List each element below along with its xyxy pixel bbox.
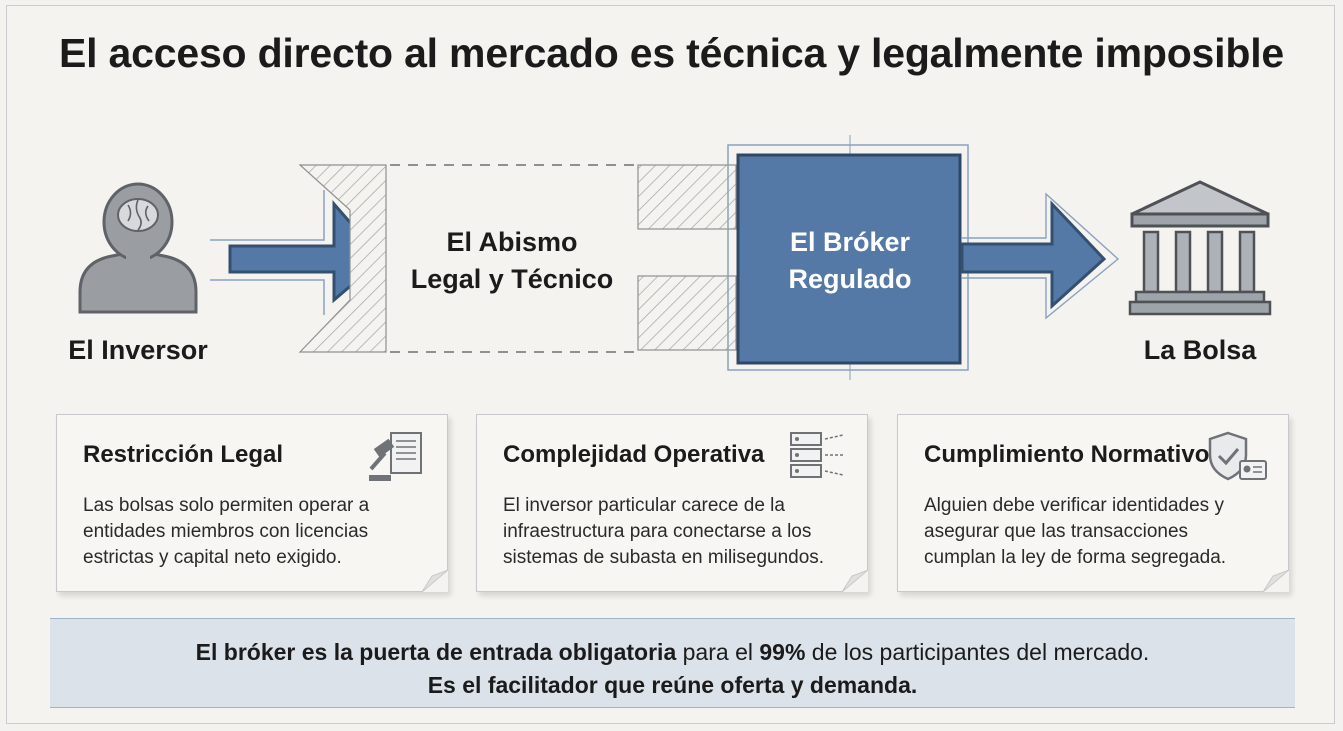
card-regulatory-compliance: Cumplimiento Normativo Alguien debe veri… xyxy=(897,414,1289,592)
page-curl xyxy=(422,570,448,592)
broker-label-line1: El Bróker xyxy=(789,227,911,257)
card-heading: Complejidad Operativa xyxy=(503,441,765,468)
abyss-gap-dashes xyxy=(390,164,636,353)
page-curl xyxy=(842,570,868,592)
exchange-arrow xyxy=(960,192,1120,320)
card-operational-complexity: Complejidad Operativa El inversor partic… xyxy=(476,414,868,592)
gavel-document-icon xyxy=(369,432,422,481)
banner-line-1: El bróker es la puerta de entrada obliga… xyxy=(50,639,1295,666)
banner-emphasis: El bróker es la puerta de entrada obliga… xyxy=(195,639,677,665)
card-body: Las bolsas solo permiten operar a entida… xyxy=(83,495,370,568)
exchange-label: La Bolsa xyxy=(1143,335,1257,365)
server-rack-icon xyxy=(790,432,844,478)
abyss-cliff-right xyxy=(637,164,737,351)
banner-text: para el xyxy=(676,639,760,665)
page-curl xyxy=(1263,570,1289,592)
investor-arrow xyxy=(210,190,385,315)
page-title: El acceso directo al mercado es técnica … xyxy=(59,30,1284,76)
conclusion-banner: El bróker es la puerta de entrada obliga… xyxy=(50,618,1295,708)
infographic-frame xyxy=(6,5,1335,724)
abyss-cliff-left xyxy=(298,164,387,353)
card-body: Alguien debe verificar identidades y ase… xyxy=(924,495,1227,568)
abyss-label-line1: El Abismo xyxy=(446,227,578,257)
broker-box xyxy=(727,135,969,380)
card-legal-restriction: Restricción Legal Las bolsas solo permit… xyxy=(56,414,448,592)
shield-check-id-icon xyxy=(1208,431,1267,481)
abyss-label-line2: Legal y Técnico xyxy=(410,264,614,294)
banner-text-end: de los participantes del mercado. xyxy=(805,639,1150,665)
card-body: El inversor particular carece de la infr… xyxy=(503,495,825,568)
stock-exchange-building-icon xyxy=(1128,180,1272,316)
broker-label-line2: Regulado xyxy=(788,264,912,294)
investor-brain-icon xyxy=(78,182,198,314)
card-heading: Cumplimiento Normativo xyxy=(924,441,1210,468)
investor-label: El Inversor xyxy=(68,335,208,365)
banner-percentage: 99% xyxy=(759,639,806,665)
banner-line-2: Es el facilitador que reúne oferta y dem… xyxy=(427,672,918,698)
card-heading: Restricción Legal xyxy=(83,441,284,468)
